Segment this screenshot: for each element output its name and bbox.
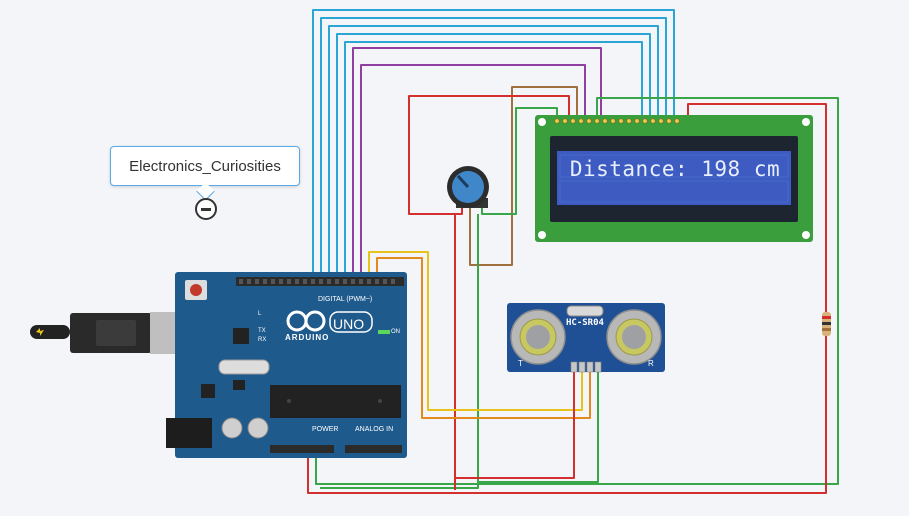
wires	[307, 9, 839, 494]
sensor-right-mark: R	[648, 359, 654, 368]
annotation-note[interactable]: Electronics_Curiosities	[110, 146, 300, 186]
wire-orange-echo[interactable]	[376, 257, 591, 419]
wire-green-pot[interactable]	[481, 107, 558, 215]
arduino-rx-label: RX	[258, 337, 267, 343]
arduino-logo	[286, 310, 326, 332]
wire-blue-4[interactable]	[336, 33, 651, 278]
annotation-text: Electronics_Curiosities	[129, 157, 281, 175]
wire-blue-2[interactable]	[320, 17, 667, 278]
wire-purple-2[interactable]	[360, 64, 586, 278]
lcd-pin-header	[554, 118, 680, 124]
wire-purple-1[interactable]	[352, 47, 602, 278]
potentiometer[interactable]	[447, 166, 489, 208]
wire-brown-wiper[interactable]	[469, 86, 578, 266]
wire-green-lcd[interactable]	[315, 97, 839, 485]
collapse-icon[interactable]	[195, 198, 217, 220]
arduino-tx-label: TX	[258, 328, 266, 334]
wire-green-rail[interactable]	[320, 214, 479, 489]
arduino-model: UNO	[333, 316, 365, 332]
wire-green-sensor[interactable]	[478, 370, 599, 483]
arduino-power-label: POWER	[312, 426, 339, 433]
arduino-name: ARDUINO	[285, 333, 330, 342]
arduino-analog-label: ANALOG IN	[355, 426, 394, 433]
arduino-board[interactable]	[166, 272, 407, 458]
wire-red-lcd[interactable]	[307, 103, 827, 494]
lcd-display-text: Distance: 198 cm	[569, 157, 781, 181]
ultrasonic-sensor[interactable]	[507, 303, 665, 373]
wire-red-sensor[interactable]	[455, 370, 575, 479]
sensor-label: HC-SR04	[566, 318, 604, 328]
sensor-left-mark: T	[518, 359, 523, 368]
lcd-module[interactable]	[535, 115, 813, 242]
wire-blue-1[interactable]	[312, 9, 675, 278]
arduino-l-label: L	[258, 311, 262, 317]
lcd-pixel-grid	[559, 154, 789, 203]
arduino-digital-label: DIGITAL (PWM~)	[318, 296, 373, 303]
arduino-on-label: ON	[391, 329, 400, 335]
wire-blue-5[interactable]	[344, 41, 643, 278]
wire-yellow-trig[interactable]	[368, 251, 583, 411]
sensor-pins	[570, 361, 602, 373]
wire-red-pot[interactable]	[408, 95, 570, 215]
resistor[interactable]	[822, 312, 831, 336]
wire-blue-3[interactable]	[328, 25, 659, 278]
